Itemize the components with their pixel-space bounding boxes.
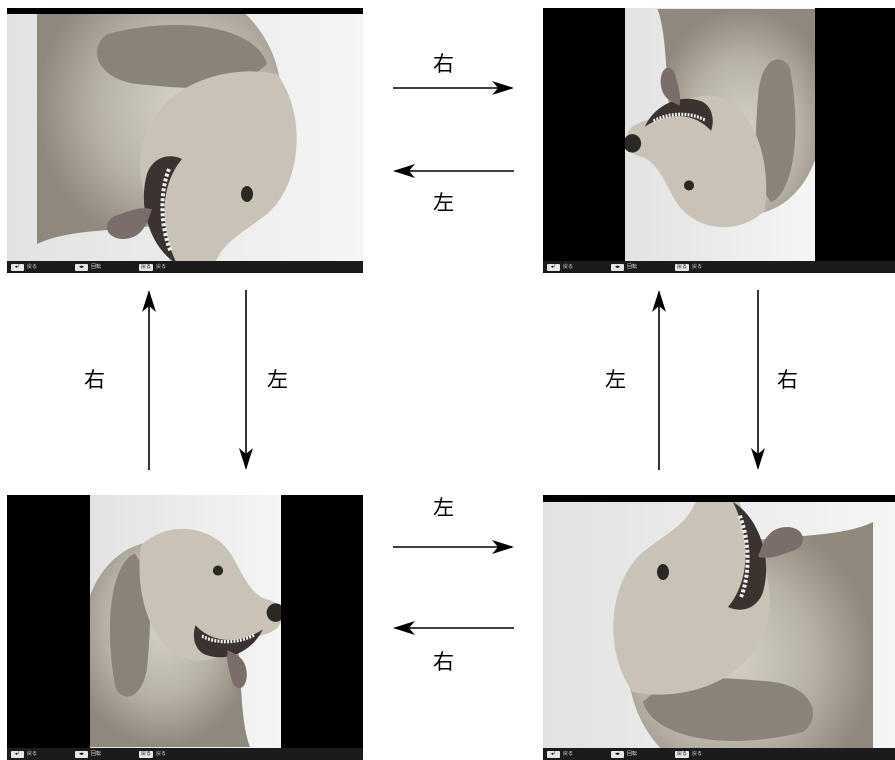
label-left-down-arrow: 左 [267,370,288,391]
label-right-up-arrow: 左 [605,370,626,391]
label-right-down-arrow: 右 [777,370,798,391]
label-bottom-left-arrow: 右 [433,652,454,673]
label-left-up-arrow: 右 [84,370,105,391]
label-top-right-arrow: 右 [433,54,454,75]
label-top-left-arrow: 左 [433,193,454,214]
label-bottom-right-arrow: 左 [433,498,454,519]
